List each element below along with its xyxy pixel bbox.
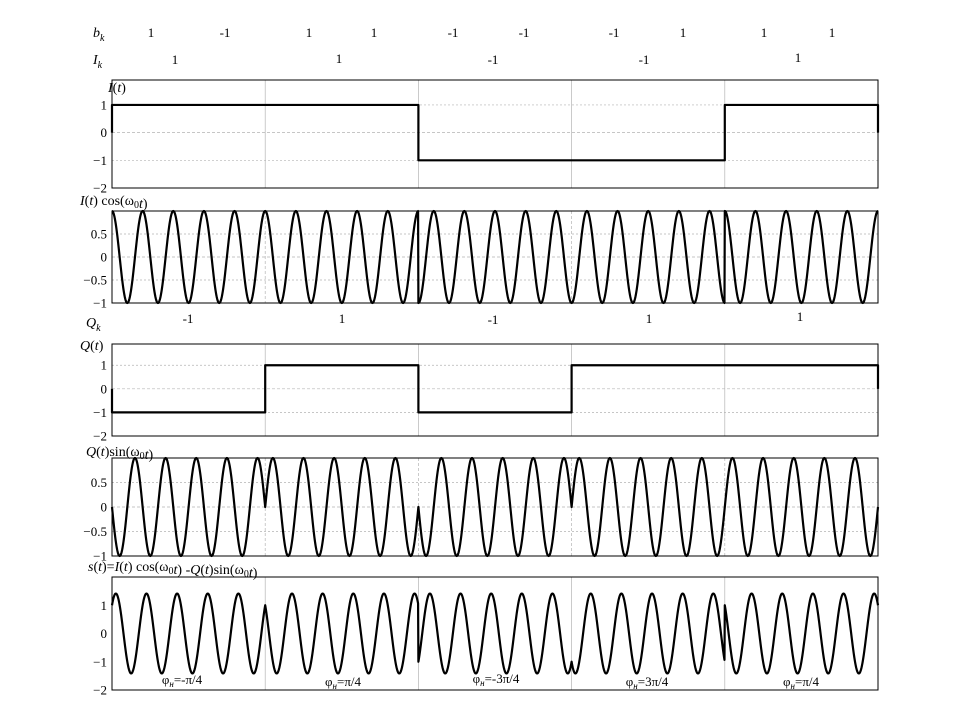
signal-trace	[110, 592, 880, 675]
i-bits-row: Ik 1 1 -1 -1 1	[92, 50, 801, 71]
y-tick-label: 0	[101, 250, 108, 265]
qk-value: 1	[339, 311, 346, 326]
bit-value: -1	[519, 25, 530, 40]
panel-4: 0.5 0 −0.5 −1 Q(t)sin(ω0t)	[83, 445, 880, 564]
ik-value: 1	[795, 50, 802, 65]
signal-trace	[110, 456, 880, 558]
y-tick-label: 0	[101, 125, 108, 140]
panel-title: Q(t)sin(ω0t)	[86, 445, 153, 463]
panel-title: s(t)=I(t) cos(ω0t) -Q(t)sin(ω0t)	[88, 560, 258, 581]
phase-label: φн=3π/4	[626, 674, 669, 691]
y-tick-label: 1	[101, 97, 108, 112]
signal-panels: 10−1−2I(t)0.50−0.5−1I(t) cos(ω0t)10−1−2Q…	[79, 79, 880, 698]
bit-value: -1	[220, 25, 231, 40]
y-tick-label: −2	[93, 683, 107, 698]
bk-label: bk	[93, 26, 105, 44]
y-tick-label: 1	[101, 358, 108, 373]
panel-2: 0.5 0 −0.5 −1 I(t) cos(ω0t)	[79, 194, 879, 311]
qk-label: Qk	[86, 316, 101, 334]
signal-trace	[110, 364, 880, 414]
qk-value: -1	[183, 311, 194, 326]
bit-value: 1	[680, 25, 687, 40]
y-tick-label: −1	[93, 654, 107, 669]
y-tick-label: 0	[101, 381, 108, 396]
ik-value: 1	[336, 51, 343, 66]
y-tick-label: −0.5	[83, 524, 107, 539]
bit-sequence-row: bk 1 -1 1 1 -1 -1 -1 1 1 1	[93, 25, 835, 44]
bit-value: 1	[148, 25, 155, 40]
y-tick-label: 0	[101, 500, 108, 515]
plot-frame	[111, 79, 879, 189]
panel-title: I(t) cos(ω0t)	[79, 194, 148, 212]
signal-trace	[110, 103, 880, 162]
q-bits-row: Qk -1 1 -1 1 1	[86, 309, 803, 334]
y-tick-label: 0	[101, 626, 108, 641]
bit-value: 1	[371, 25, 378, 40]
phase-label: φн=-3π/4	[473, 671, 520, 688]
plot-frame	[111, 343, 879, 437]
bit-value: -1	[448, 25, 459, 40]
y-tick-label: −1	[93, 296, 107, 311]
panel-title: I(t)	[107, 81, 126, 96]
y-tick-label: 1	[101, 598, 108, 613]
y-tick-label: −1	[93, 153, 107, 168]
y-tick-label: −2	[93, 181, 107, 196]
qk-value: -1	[488, 312, 499, 327]
bit-value: 1	[761, 25, 768, 40]
ik-value: -1	[639, 52, 650, 67]
panel-5: 1 0 −1 −2 s(t)=I(t) cos(ω0t) -Q(t)sin(ω0t) φн…	[88, 560, 880, 698]
qk-value: 1	[797, 309, 804, 324]
ik-value: 1	[172, 52, 179, 67]
phase-label: φн=-π/4	[162, 672, 203, 689]
bit-value: -1	[609, 25, 620, 40]
signal-trace	[111, 209, 879, 305]
ik-value: -1	[488, 52, 499, 67]
qk-value: 1	[646, 311, 653, 326]
y-tick-label: −0.5	[83, 273, 107, 288]
panel-1: 1 0 −1 −2 I(t)	[93, 79, 880, 196]
y-tick-label: 0.5	[91, 475, 107, 490]
ik-label: Ik	[92, 53, 103, 71]
y-tick-label: −1	[93, 405, 107, 420]
panel-3: 1 0 −1 −2 Q(t)	[80, 339, 880, 444]
bit-value: 1	[306, 25, 313, 40]
panel-title: Q(t)	[80, 339, 104, 354]
y-tick-label: −1	[93, 549, 107, 564]
y-tick-label: −2	[93, 429, 107, 444]
phase-label: φн=π/4	[325, 674, 361, 691]
bit-value: 1	[829, 25, 836, 40]
y-tick-label: 0.5	[91, 227, 107, 242]
plot-frame	[111, 576, 879, 691]
phase-label: φн=π/4	[783, 674, 819, 691]
